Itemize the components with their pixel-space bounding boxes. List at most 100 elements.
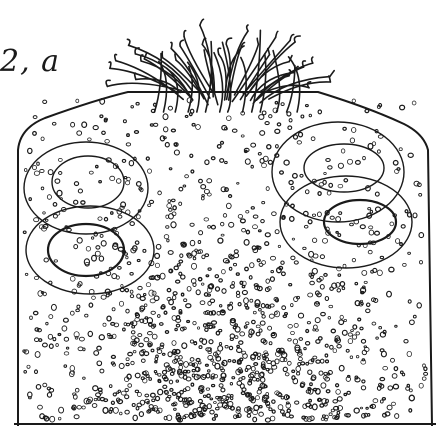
cell-dot [64,318,69,322]
cell-dot [395,414,399,419]
cell-dot [119,301,123,306]
cell-dot [291,187,294,190]
cell-dot [350,356,353,359]
cell-dot [280,171,284,174]
cell-dot [408,252,411,254]
cell-dot [373,399,378,403]
cell-dot [41,187,44,190]
cell-dot [167,289,171,292]
cell-dot [187,287,191,292]
cell-dot [198,241,201,244]
cell-dot [184,362,189,368]
cell-dot [92,296,96,299]
cell-dot [419,383,423,388]
cell-dot [297,372,300,375]
cell-dot [36,385,40,390]
cell-dot [229,346,232,349]
cell-dot [75,388,79,392]
cell-dot [320,404,324,407]
cell-dot [360,300,362,302]
cell-dot [127,134,130,137]
cell-dot [403,263,407,266]
cell-dot [262,201,265,203]
cell-dot [101,241,106,246]
cell-dot [140,297,145,301]
cell-dot [238,215,242,219]
cell-dot [251,165,253,168]
cell-dot [34,311,38,314]
cell-dot [256,396,260,400]
cell-dot [244,326,247,328]
cell-dot [177,264,180,266]
cell-dot [316,340,320,344]
cell-dot [148,169,152,173]
cell-dot [89,171,93,174]
cell-dot [124,323,127,326]
cell-dot [50,416,55,422]
cell-dot [164,127,168,132]
cell-dot [164,311,167,314]
cell-dot [254,363,258,366]
cell-dot [362,380,365,383]
cell-dot [135,390,138,392]
cell-dot [369,226,373,229]
cell-dot [92,404,97,408]
cell-dot [132,404,135,407]
cell-dot [380,400,383,403]
cell-dot [207,179,212,183]
cell-dot [311,137,315,141]
cell-dot [173,296,176,300]
cell-dot [157,350,162,354]
cell-dot [238,303,241,306]
cell-dot [278,245,280,247]
cell-dot [192,124,195,127]
cell-dot [269,115,272,118]
cell-dot [190,240,195,245]
cell-dot [382,398,385,400]
cell-dot [328,317,331,320]
cell-dot [229,195,232,198]
cell-dot [337,345,341,348]
cell-dot [266,304,269,308]
cell-dot [56,344,59,347]
cell-dot [94,351,99,356]
cell-dot [206,275,209,277]
cell-dot [367,414,369,417]
cell-dot [141,359,145,362]
cell-dot [151,311,155,314]
cell-dot [214,402,217,404]
cell-dot [275,102,277,104]
cell-dot [259,309,262,312]
tentacle [260,54,266,112]
cell-dot [131,361,134,364]
cell-dot [58,334,61,336]
cell-dot [333,349,337,353]
cell-dot [200,301,205,305]
cell-dot [323,180,326,184]
cell-dot [145,394,149,397]
cell-dot [207,404,211,409]
cell-dot [43,212,46,214]
cell-dot [361,339,365,343]
cell-dot [107,316,111,321]
cell-dot [369,230,374,235]
cell-dot [34,218,39,222]
cell-dot [121,285,123,288]
cell-dot [245,159,250,164]
cell-dot [43,292,46,296]
cell-dot [252,320,256,323]
cell-dot [329,305,333,308]
cell-dot [281,410,285,413]
cell-dot [298,363,301,366]
cell-dot [53,214,57,218]
cell-dot [218,346,223,351]
cell-dot [220,305,222,307]
cell-dot [261,312,264,315]
cell-dot [95,275,99,278]
cell-dot [320,359,324,363]
cell-dot [183,389,186,392]
cell-dot [120,412,123,415]
cell-dot [233,326,236,329]
cell-dot [316,389,321,394]
cell-dot [284,160,289,165]
